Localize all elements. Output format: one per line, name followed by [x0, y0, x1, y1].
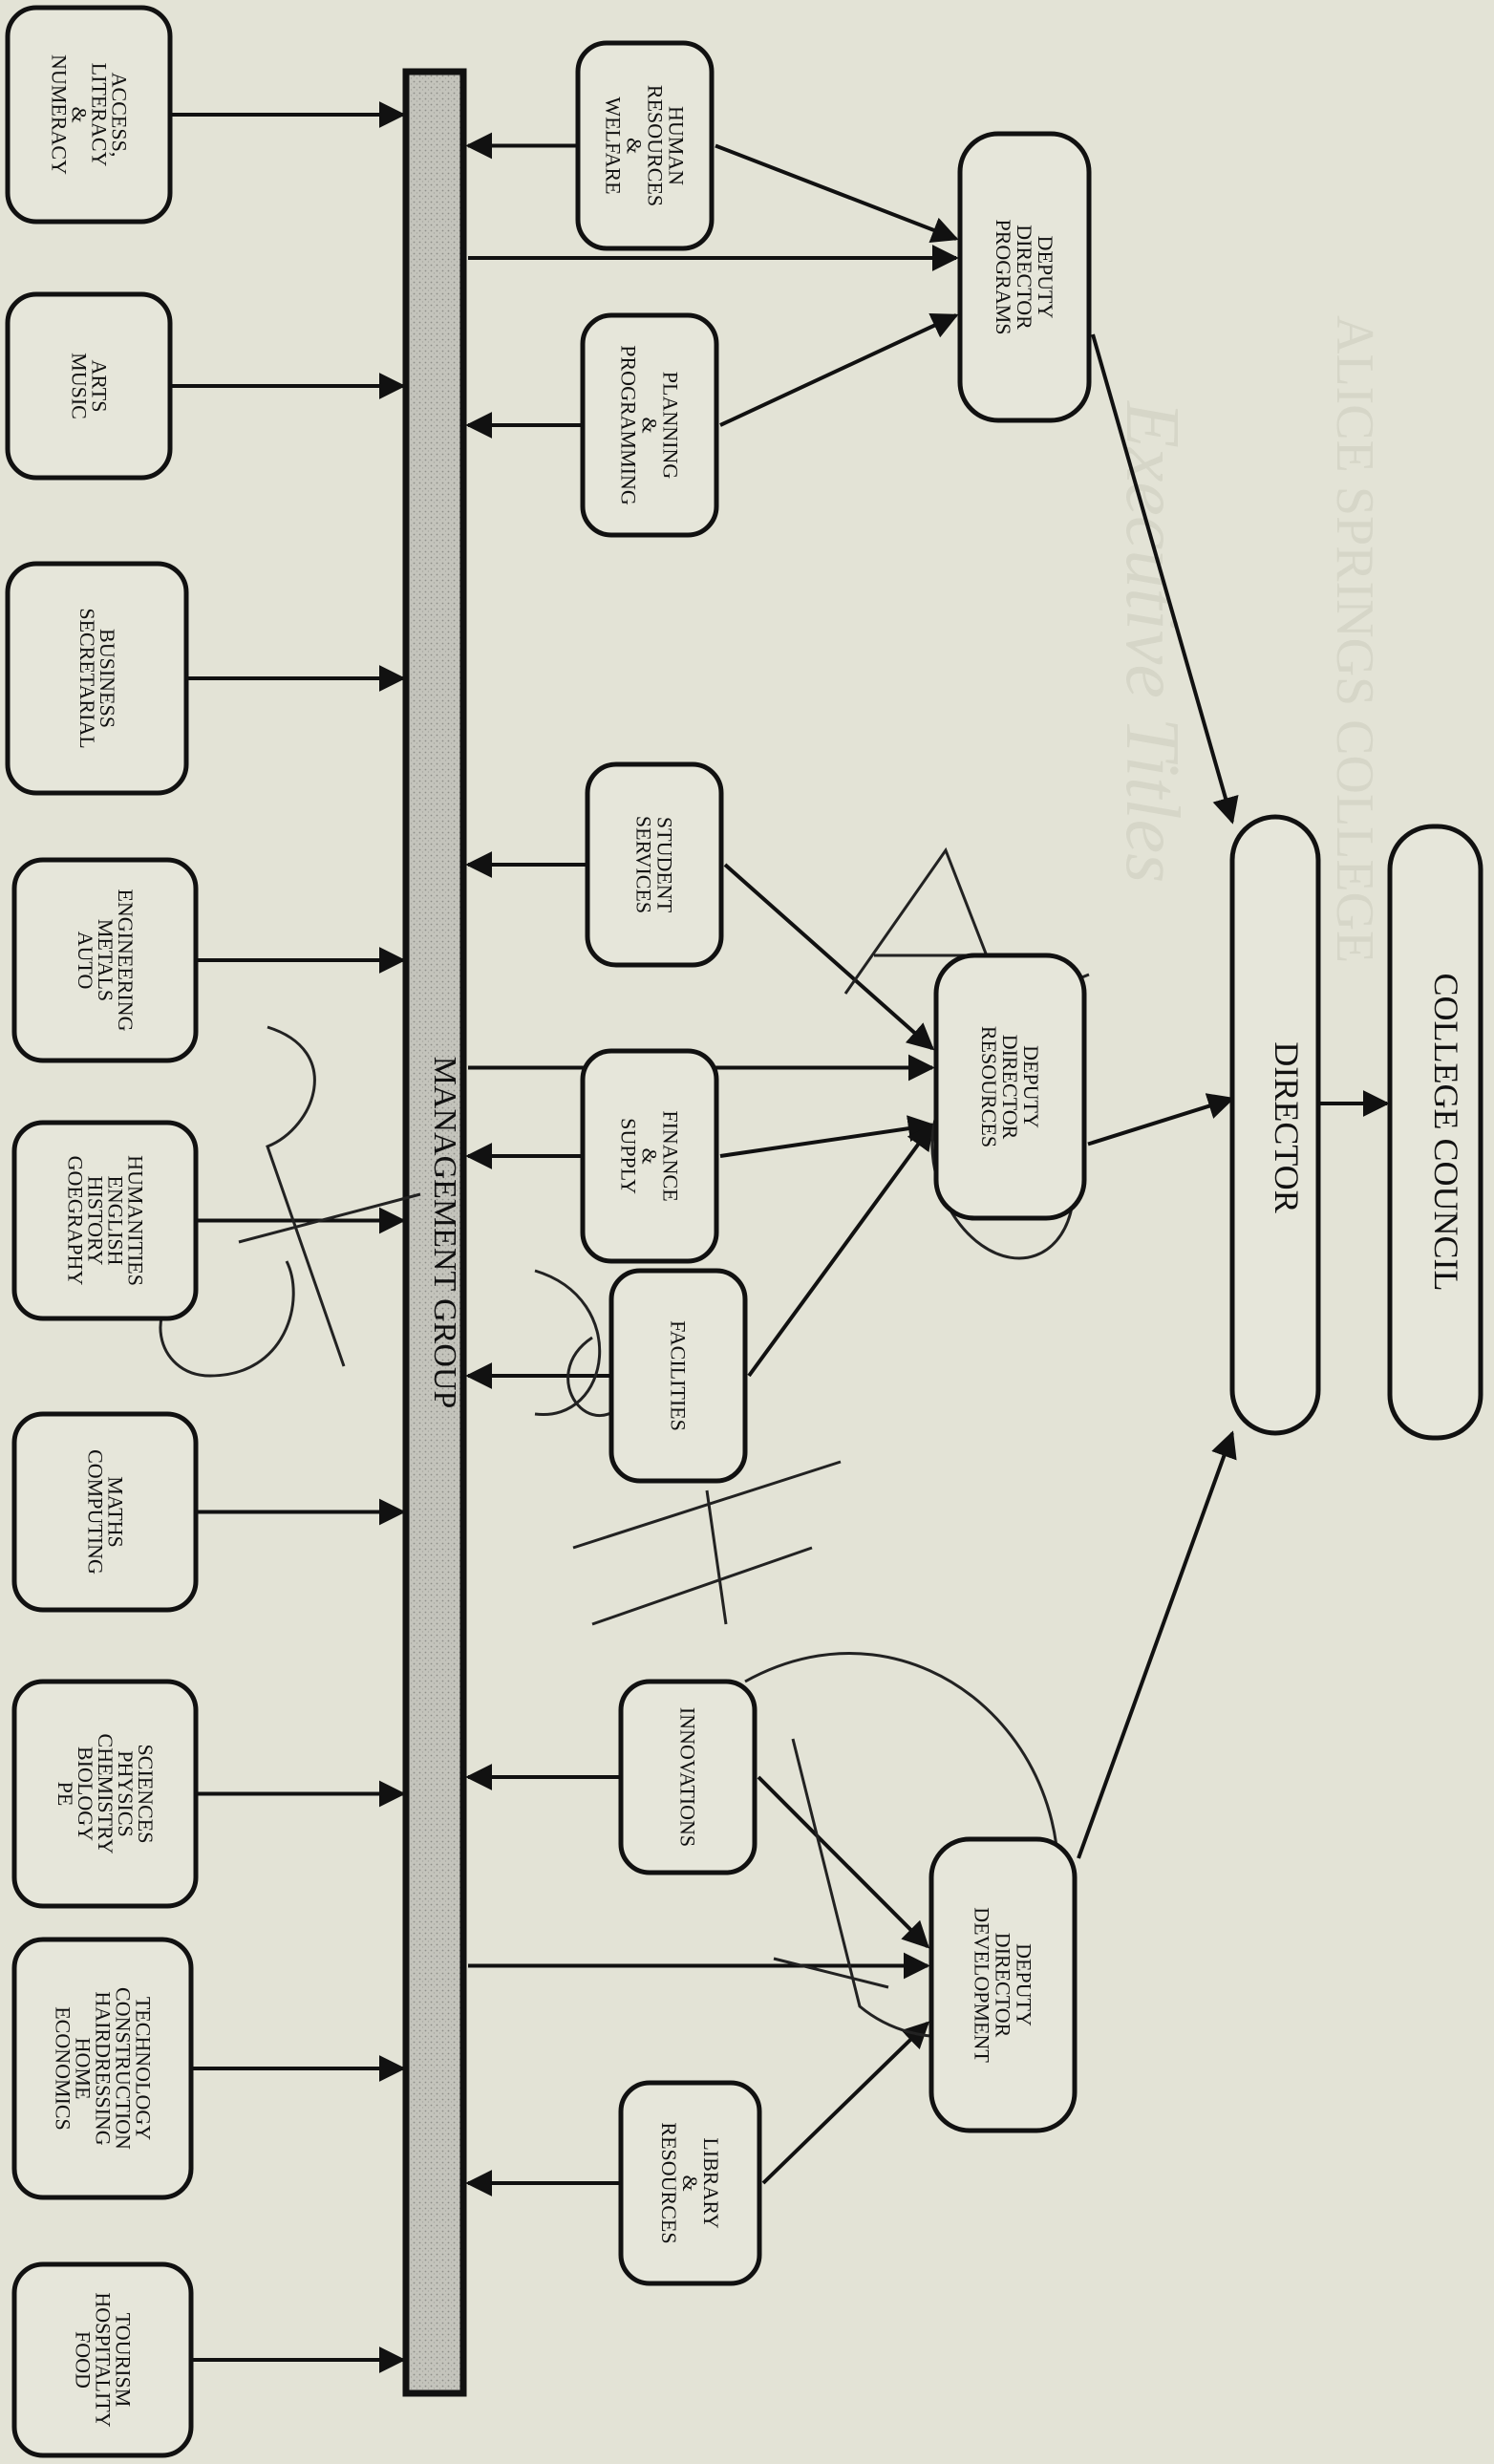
- chart-nodes: ACCESS,LITERACY&NUMERACY ARTSMUSIC BUSINES…: [8, 8, 1089, 2455]
- dept-business-label: BUSINESSSECRETARIAL: [75, 608, 119, 748]
- arrow-planning-to-programs: [720, 315, 956, 425]
- dept-humanities: HUMANITIESENGLISHHISTORYGOEGRAPHY: [14, 1123, 196, 1318]
- dept-arts: ARTSMUSIC: [8, 294, 170, 478]
- dept-arts-label: ARTSMUSIC: [68, 353, 112, 419]
- unit-human-resources: HUMANRESOURCES&WELFARE: [578, 43, 712, 248]
- unit-student-services-label: STUDENTSERVICES: [632, 816, 677, 913]
- arrow-human-resources-to-programs: [715, 146, 956, 240]
- dept-maths: MATHSCOMPUTING: [14, 1414, 196, 1610]
- unit-facilities-label: FACILITIES: [667, 1320, 691, 1431]
- deputy-programs: DEPUTYDIRECTORPROGRAMS: [960, 134, 1089, 420]
- dept-tourism: TOURISMHOSPITALITYFOOD: [14, 2264, 191, 2455]
- arrow-innovations-to-development: [758, 1777, 928, 1947]
- dept-sciences: SCIENCESPHYSICSCHEMISTRYBIOLOGYPE: [14, 1682, 196, 1906]
- dept-access-label: ACCESS,LITERACY&NUMERACY: [48, 54, 132, 175]
- management-group-label: MANAGEMENT GROUP: [427, 1057, 462, 1409]
- college-council-box: COLLEGE COUNCIL: [1390, 826, 1481, 1438]
- arrow-library-to-development: [763, 2024, 928, 2184]
- management-group-bar: MANAGEMENT GROUP: [406, 72, 463, 2393]
- arrow-development-to-director: [1078, 1433, 1232, 1858]
- dept-engineering: ENGINEERINGMETALSAUTO: [14, 860, 196, 1061]
- connector-arrows: [172, 115, 1387, 2360]
- unit-library: LIBRARY&RESOURCES: [621, 2083, 759, 2283]
- unit-facilities: FACILITIES: [611, 1271, 745, 1481]
- dept-technology-label: TECHNOLOGYCONSTRUCTIONHAIRDRESSINGHOMEEC…: [52, 1987, 156, 2150]
- director-label: DIRECTOR: [1268, 1041, 1306, 1212]
- college-council-label: COLLEGE COUNCIL: [1427, 974, 1465, 1292]
- deputy-programs-label: DEPUTYDIRECTORPROGRAMS: [992, 219, 1057, 334]
- dept-access: ACCESS,LITERACY&NUMERACY: [8, 8, 170, 222]
- unit-planning: PLANNING&PROGRAMMING: [583, 315, 716, 535]
- unit-innovations: INNOVATIONS: [621, 1682, 755, 1873]
- deputy-resources: DEPUTYDIRECTORRESOURCES: [936, 955, 1084, 1218]
- arrow-facilities-to-resources: [749, 1125, 932, 1377]
- dept-technology: TECHNOLOGYCONSTRUCTIONHAIRDRESSINGHOMEEC…: [14, 1939, 191, 2197]
- dept-business: BUSINESSSECRETARIAL: [8, 564, 186, 793]
- unit-student-services: STUDENTSERVICES: [587, 764, 721, 965]
- director-box: DIRECTOR: [1232, 817, 1318, 1433]
- background-header-text: ALICE SPRINGS COLLEGE: [1325, 315, 1384, 963]
- unit-innovations-label: INNOVATIONS: [676, 1707, 700, 1847]
- unit-finance: FINANCE&SUPPLY: [583, 1051, 716, 1261]
- arrow-finance-to-resources: [720, 1125, 932, 1157]
- deputy-development: DEPUTYDIRECTORDEVELOPMENT: [931, 1839, 1075, 2131]
- arrow-resources-to-director: [1088, 1099, 1232, 1145]
